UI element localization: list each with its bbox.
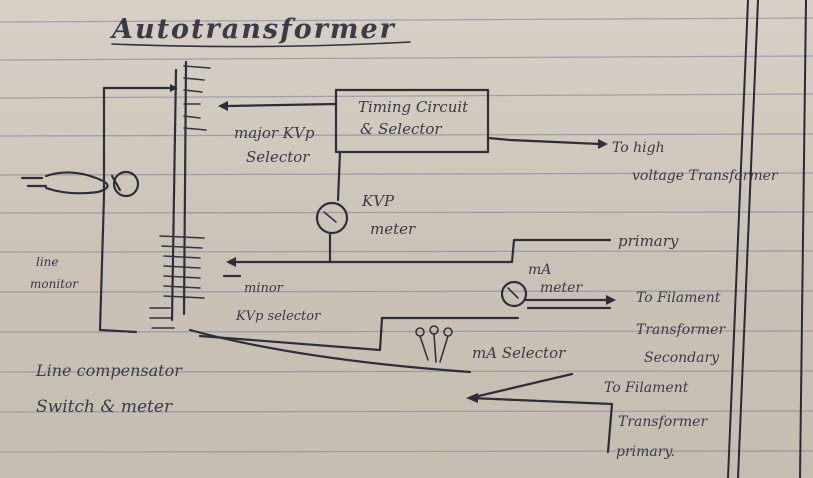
filament-secondary-label-2: Transformer (636, 322, 726, 338)
incoming-power-plug (22, 172, 138, 196)
filament-primary-wire (470, 374, 612, 452)
filament-primary-label-2: Transformer (618, 414, 708, 430)
filament-primary-label-3: primary. (616, 444, 675, 460)
arrow-icon (466, 393, 478, 403)
arrow-icon (598, 139, 608, 149)
compensator-wire (190, 330, 470, 372)
filament-primary-label: To Filament (604, 380, 689, 396)
hv-wire (488, 138, 600, 144)
to-high-voltage-label: To high (612, 140, 665, 156)
arrow-icon (226, 257, 236, 267)
margin-lines (728, 0, 806, 478)
major-kvp-label: major KVp (234, 124, 315, 142)
timing-circuit-label: Timing Circuit (358, 98, 469, 116)
voltage-transformer-label: voltage Transformer (632, 168, 779, 184)
ma-selector-label: mA Selector (472, 344, 566, 362)
kvp-meter-label-2: meter (370, 220, 416, 238)
ma-meter-label: mA (528, 262, 551, 278)
primary-label: primary (618, 232, 679, 250)
line-compensator-label: Line compensator (35, 361, 183, 380)
arrow-icon (218, 101, 228, 111)
plug-wire (100, 196, 136, 332)
kvp-meter-wire (338, 152, 340, 200)
line-monitor-label-2: monitor (30, 277, 79, 291)
line-monitor-label: line (36, 255, 59, 269)
and-selector-label: & Selector (360, 120, 442, 138)
line-compensator-label-2: Switch & meter (36, 397, 173, 417)
ma-meter-label-2: meter (540, 280, 583, 296)
major-kvp-wire (228, 104, 336, 106)
arrow-icon (606, 295, 616, 305)
filament-secondary-wire (526, 300, 610, 308)
filament-secondary-label-3: Secondary (644, 350, 720, 366)
autotransformer-coil (150, 62, 210, 328)
filament-secondary-label: To Filament (636, 290, 721, 306)
minor-kvp-label: minor (244, 281, 284, 296)
selector-label: Selector (246, 148, 310, 166)
page-title: Autotransformer (109, 14, 396, 45)
minor-kvp-label-2: KVp selector (235, 309, 321, 324)
kvp-meter-label: KVP (361, 192, 395, 210)
